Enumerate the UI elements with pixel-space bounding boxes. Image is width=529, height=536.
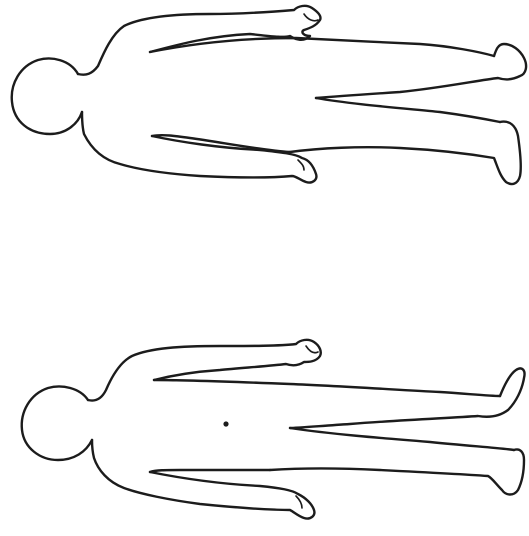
body-outline-front-figure — [22, 340, 525, 519]
front-lower-armpit-line-icon — [150, 470, 270, 472]
front-upper-leg-contour-icon — [290, 368, 525, 428]
front-bottom-thumb-icon — [296, 496, 302, 508]
back-upper-leg-contour-icon — [316, 44, 526, 98]
front-top-thumb-icon — [306, 346, 318, 353]
front-upper-arm-contour-icon — [88, 340, 321, 401]
front-lower-arm-contour-icon — [92, 440, 314, 519]
front-head-icon — [22, 387, 92, 461]
back-top-thumb-icon — [304, 14, 318, 21]
back-lower-armpit-line-icon — [152, 135, 290, 152]
back-lower-arm-contour-icon — [82, 112, 316, 183]
navel-icon — [223, 421, 228, 426]
back-upper-arm-contour-icon — [78, 6, 321, 75]
back-lower-leg-contour-icon — [290, 122, 521, 184]
front-crotch-line-icon — [290, 428, 514, 450]
body-outline-back-figure — [12, 6, 526, 184]
front-upper-armpit-line-icon — [154, 380, 500, 396]
back-head-icon — [12, 59, 82, 134]
back-bottom-thumb-icon — [298, 160, 304, 170]
front-lower-leg-contour-icon — [270, 449, 524, 494]
back-crotch-line-icon — [316, 98, 500, 122]
